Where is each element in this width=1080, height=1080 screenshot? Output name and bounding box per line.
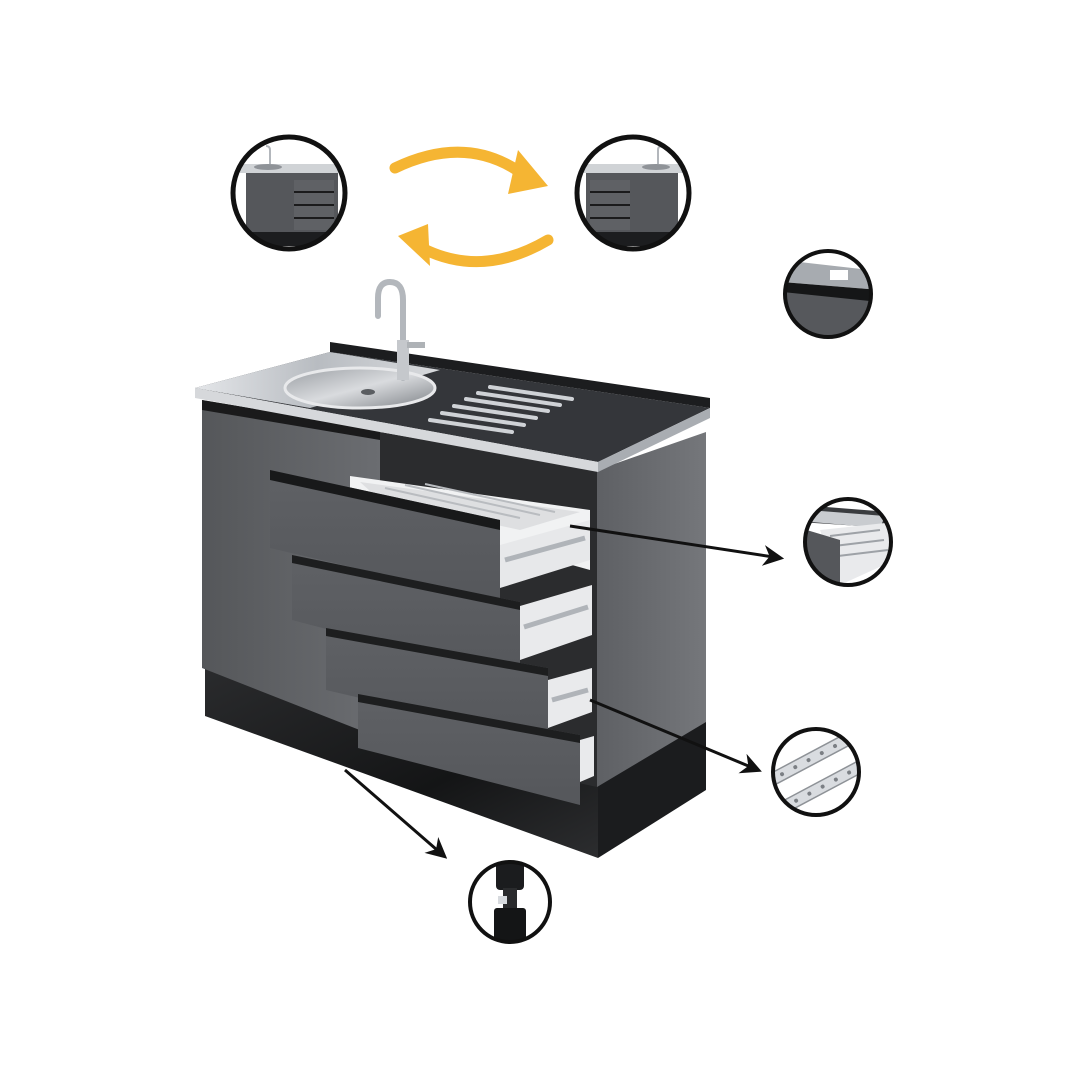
cabinet-plinth (205, 668, 598, 858)
callout-reversible-right (574, 134, 692, 252)
reversible-arrows (389, 146, 554, 267)
callout-ring (230, 134, 348, 252)
arrow-left-head (398, 224, 430, 266)
callout-ring (468, 860, 552, 944)
pointer-arrows (344, 524, 785, 859)
sink-basin (283, 366, 437, 410)
callout-drawer-slide (771, 727, 861, 817)
cabinet-plinth-side (598, 720, 706, 858)
arrow-right-head (508, 150, 548, 194)
door-handle-profile (202, 400, 380, 440)
callout-reversible-left (230, 134, 348, 252)
drawer-second-open (292, 555, 592, 680)
drawer-top-open (270, 470, 590, 602)
callout-ring (574, 134, 692, 252)
faucet (375, 278, 425, 381)
pointer-slide (589, 698, 762, 774)
arrow-right-curved (389, 146, 534, 184)
drawer-front-2 (292, 555, 520, 680)
callout-ring (783, 249, 873, 339)
callout-cutlery-drawer (803, 497, 893, 587)
countertop-side-edge (598, 408, 710, 472)
pointer-foot (344, 768, 448, 859)
drawer-front-1 (270, 470, 500, 602)
callout-handle-profile (783, 249, 873, 339)
cabinet-side-panel (597, 432, 706, 787)
arrow-left-curved (412, 234, 554, 267)
sink-drain (361, 389, 375, 395)
sink-cabinet (195, 278, 710, 858)
callout-adjustable-foot (468, 860, 552, 944)
countertop-front-edge (195, 388, 598, 472)
drawer-third-open (326, 628, 592, 742)
drawer-front-3 (326, 628, 548, 742)
drainer-ribs (428, 385, 574, 434)
drawer-front-4 (358, 694, 580, 805)
pointer-cutlery (569, 524, 785, 566)
callout-ring (771, 727, 861, 817)
backsplash (330, 342, 710, 408)
callout-ring (803, 497, 893, 587)
drawer-bottom-open (358, 694, 594, 805)
